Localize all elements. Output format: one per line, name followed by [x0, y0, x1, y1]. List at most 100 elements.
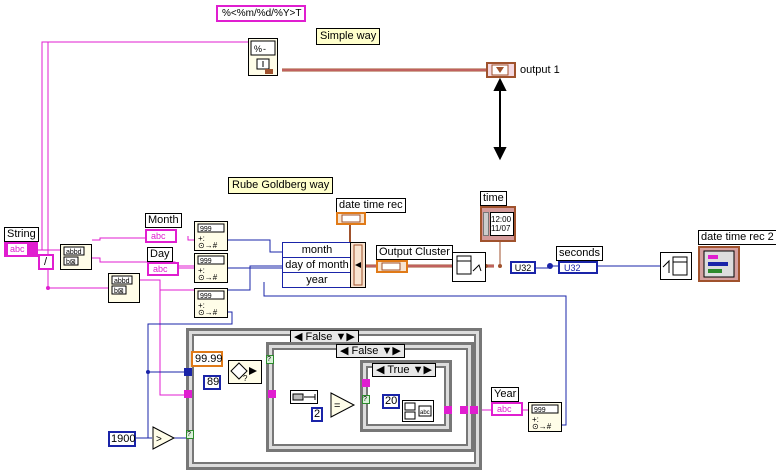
- u32-text: U32: [514, 263, 532, 273]
- greater-than-icon: >: [152, 426, 176, 450]
- inner-case-prev-icon[interactable]: ◀: [376, 364, 385, 376]
- month-indicator[interactable]: abc: [145, 229, 177, 243]
- string-type-text: abc: [8, 244, 27, 255]
- svg-text:999: 999: [534, 407, 546, 414]
- numeric-wire: [263, 282, 567, 426]
- day-label: Day: [147, 247, 173, 262]
- svg-text:⊙→#: ⊙→#: [198, 308, 218, 317]
- bundle-field-month[interactable]: month: [283, 243, 351, 258]
- u32-conversion[interactable]: U32: [510, 261, 536, 274]
- svg-text:?: ?: [243, 374, 248, 383]
- output-cluster-indicator[interactable]: [376, 260, 408, 273]
- svg-text:abc: abc: [420, 410, 430, 416]
- equal-icon: =: [330, 392, 356, 418]
- day-indicator[interactable]: abc: [147, 262, 179, 276]
- svg-text:=: =: [334, 400, 340, 412]
- outer-case-value: False: [305, 331, 333, 343]
- outer-case-output-tunnel: [470, 406, 478, 414]
- constant-20[interactable]: 20: [382, 394, 400, 409]
- inner-case-string-tunnel: [362, 379, 370, 387]
- decimal-string-to-number-3[interactable]: 999 +: ⊙→#: [194, 288, 228, 318]
- slash-constant[interactable]: /: [38, 254, 54, 270]
- middle-case-value: False: [351, 345, 379, 357]
- date-time-rec2-indicator[interactable]: [698, 246, 740, 282]
- svg-text:⊙→#: ⊙→#: [532, 422, 552, 431]
- numeric-wire: [228, 265, 282, 291]
- middle-case-selector-terminal: ?: [266, 355, 274, 364]
- equal-node[interactable]: =: [330, 392, 356, 418]
- bundle-field-day[interactable]: day of month: [283, 258, 351, 273]
- middle-case-selector[interactable]: ◀ False ▼▶: [336, 344, 405, 358]
- string-control[interactable]: abc: [4, 242, 38, 257]
- format-string-constant[interactable]: %<%m/%d/%Y>T: [216, 5, 306, 22]
- string-length-node[interactable]: [290, 390, 318, 404]
- constant-99-99[interactable]: 99.99: [191, 351, 223, 367]
- time-value-display: 12:00 11/07: [490, 212, 514, 236]
- year-indicator[interactable]: abc: [491, 402, 523, 416]
- svg-text:+:: +:: [198, 266, 205, 275]
- inner-case-value: True: [387, 364, 410, 376]
- cluster-icon: [341, 214, 361, 223]
- cluster-icon: [381, 262, 401, 271]
- date-time-rec2-label: date time rec 2: [698, 230, 776, 245]
- scan-from-string-node[interactable]: % -: [248, 38, 278, 76]
- constant-89[interactable]: 89: [203, 375, 221, 390]
- svg-text:abbd: abbd: [66, 249, 82, 256]
- cluster-display-icon: [703, 250, 735, 278]
- svg-text:+:: +:: [532, 415, 539, 424]
- time-label: time: [480, 191, 507, 206]
- bundle-by-name-node[interactable]: month day of month year: [282, 242, 352, 288]
- bundle-icon: [353, 244, 363, 286]
- inner-case-next-icon[interactable]: ▼▶: [412, 364, 432, 376]
- svg-text:>: >: [156, 434, 162, 445]
- outer-case-selector-terminal: [184, 368, 192, 376]
- decimal-string-to-number-1[interactable]: 999 +: ⊙→#: [194, 221, 228, 251]
- seconds-indicator[interactable]: U32: [558, 261, 598, 274]
- in-range-coerce-node[interactable]: ?: [228, 360, 262, 384]
- format-into-string-node[interactable]: abc: [402, 400, 434, 422]
- date-time-to-seconds-node[interactable]: [452, 252, 486, 282]
- middle-case-prev-icon[interactable]: ◀: [340, 345, 349, 357]
- match-pattern-node-2[interactable]: abbd b⊠: [108, 273, 140, 303]
- svg-text:abbd: abbd: [114, 278, 130, 285]
- time-browse-button[interactable]: [483, 212, 489, 236]
- date-time-rec-constant[interactable]: [336, 212, 366, 225]
- svg-text:+:: +:: [198, 234, 205, 243]
- date-time-rec-label: date time rec: [336, 198, 406, 213]
- svg-text:%: %: [254, 44, 262, 54]
- seconds-to-date-time-node[interactable]: [660, 252, 692, 280]
- svg-text:999: 999: [200, 226, 212, 233]
- inner-case-selector[interactable]: ◀ True ▼▶: [372, 363, 436, 377]
- svg-text:b⊠: b⊠: [66, 259, 76, 266]
- date-time-to-seconds-icon: [456, 255, 482, 275]
- decimal-string-to-number-4[interactable]: 999 +: ⊙→#: [528, 402, 562, 432]
- outer-case-next-icon[interactable]: ▼▶: [335, 331, 355, 343]
- svg-text:⊙→#: ⊙→#: [198, 273, 218, 282]
- string-length-icon: [292, 393, 316, 401]
- constant-1900[interactable]: 1900: [108, 431, 136, 447]
- inner-case-output-tunnel: [444, 406, 452, 414]
- string-wire: [92, 236, 147, 241]
- svg-text:999: 999: [200, 258, 212, 265]
- seconds-label: seconds: [556, 246, 603, 261]
- match-pattern-node-1[interactable]: abbd b⊠: [60, 244, 92, 270]
- outer-case-selector[interactable]: ◀ False ▼▶: [290, 330, 359, 344]
- numeric-wire: [228, 239, 282, 253]
- output1-indicator[interactable]: [486, 62, 516, 78]
- bundle-field-year[interactable]: year: [306, 274, 328, 286]
- greater-than-node[interactable]: >: [152, 426, 176, 450]
- constant-99-99-text: 99.99: [195, 353, 223, 365]
- seconds-to-date-time-icon: [662, 256, 688, 276]
- month-type-text: abc: [151, 231, 166, 241]
- outer-case-prev-icon[interactable]: ◀: [294, 331, 303, 343]
- constant-2[interactable]: 2: [311, 407, 323, 422]
- svg-text:-: -: [263, 44, 266, 54]
- string-to-number-icon: 999 +: ⊙→#: [197, 223, 225, 250]
- day-type-text: abc: [153, 264, 168, 274]
- middle-case-next-icon[interactable]: ▼▶: [381, 345, 401, 357]
- decimal-string-to-number-2[interactable]: 999 +: ⊙→#: [194, 253, 228, 283]
- seconds-type-text: U32: [564, 263, 581, 273]
- middle-case-string-tunnel: [268, 390, 276, 398]
- constant-2-text: 2: [314, 408, 321, 420]
- time-indicator[interactable]: 12:00 11/07: [480, 206, 516, 242]
